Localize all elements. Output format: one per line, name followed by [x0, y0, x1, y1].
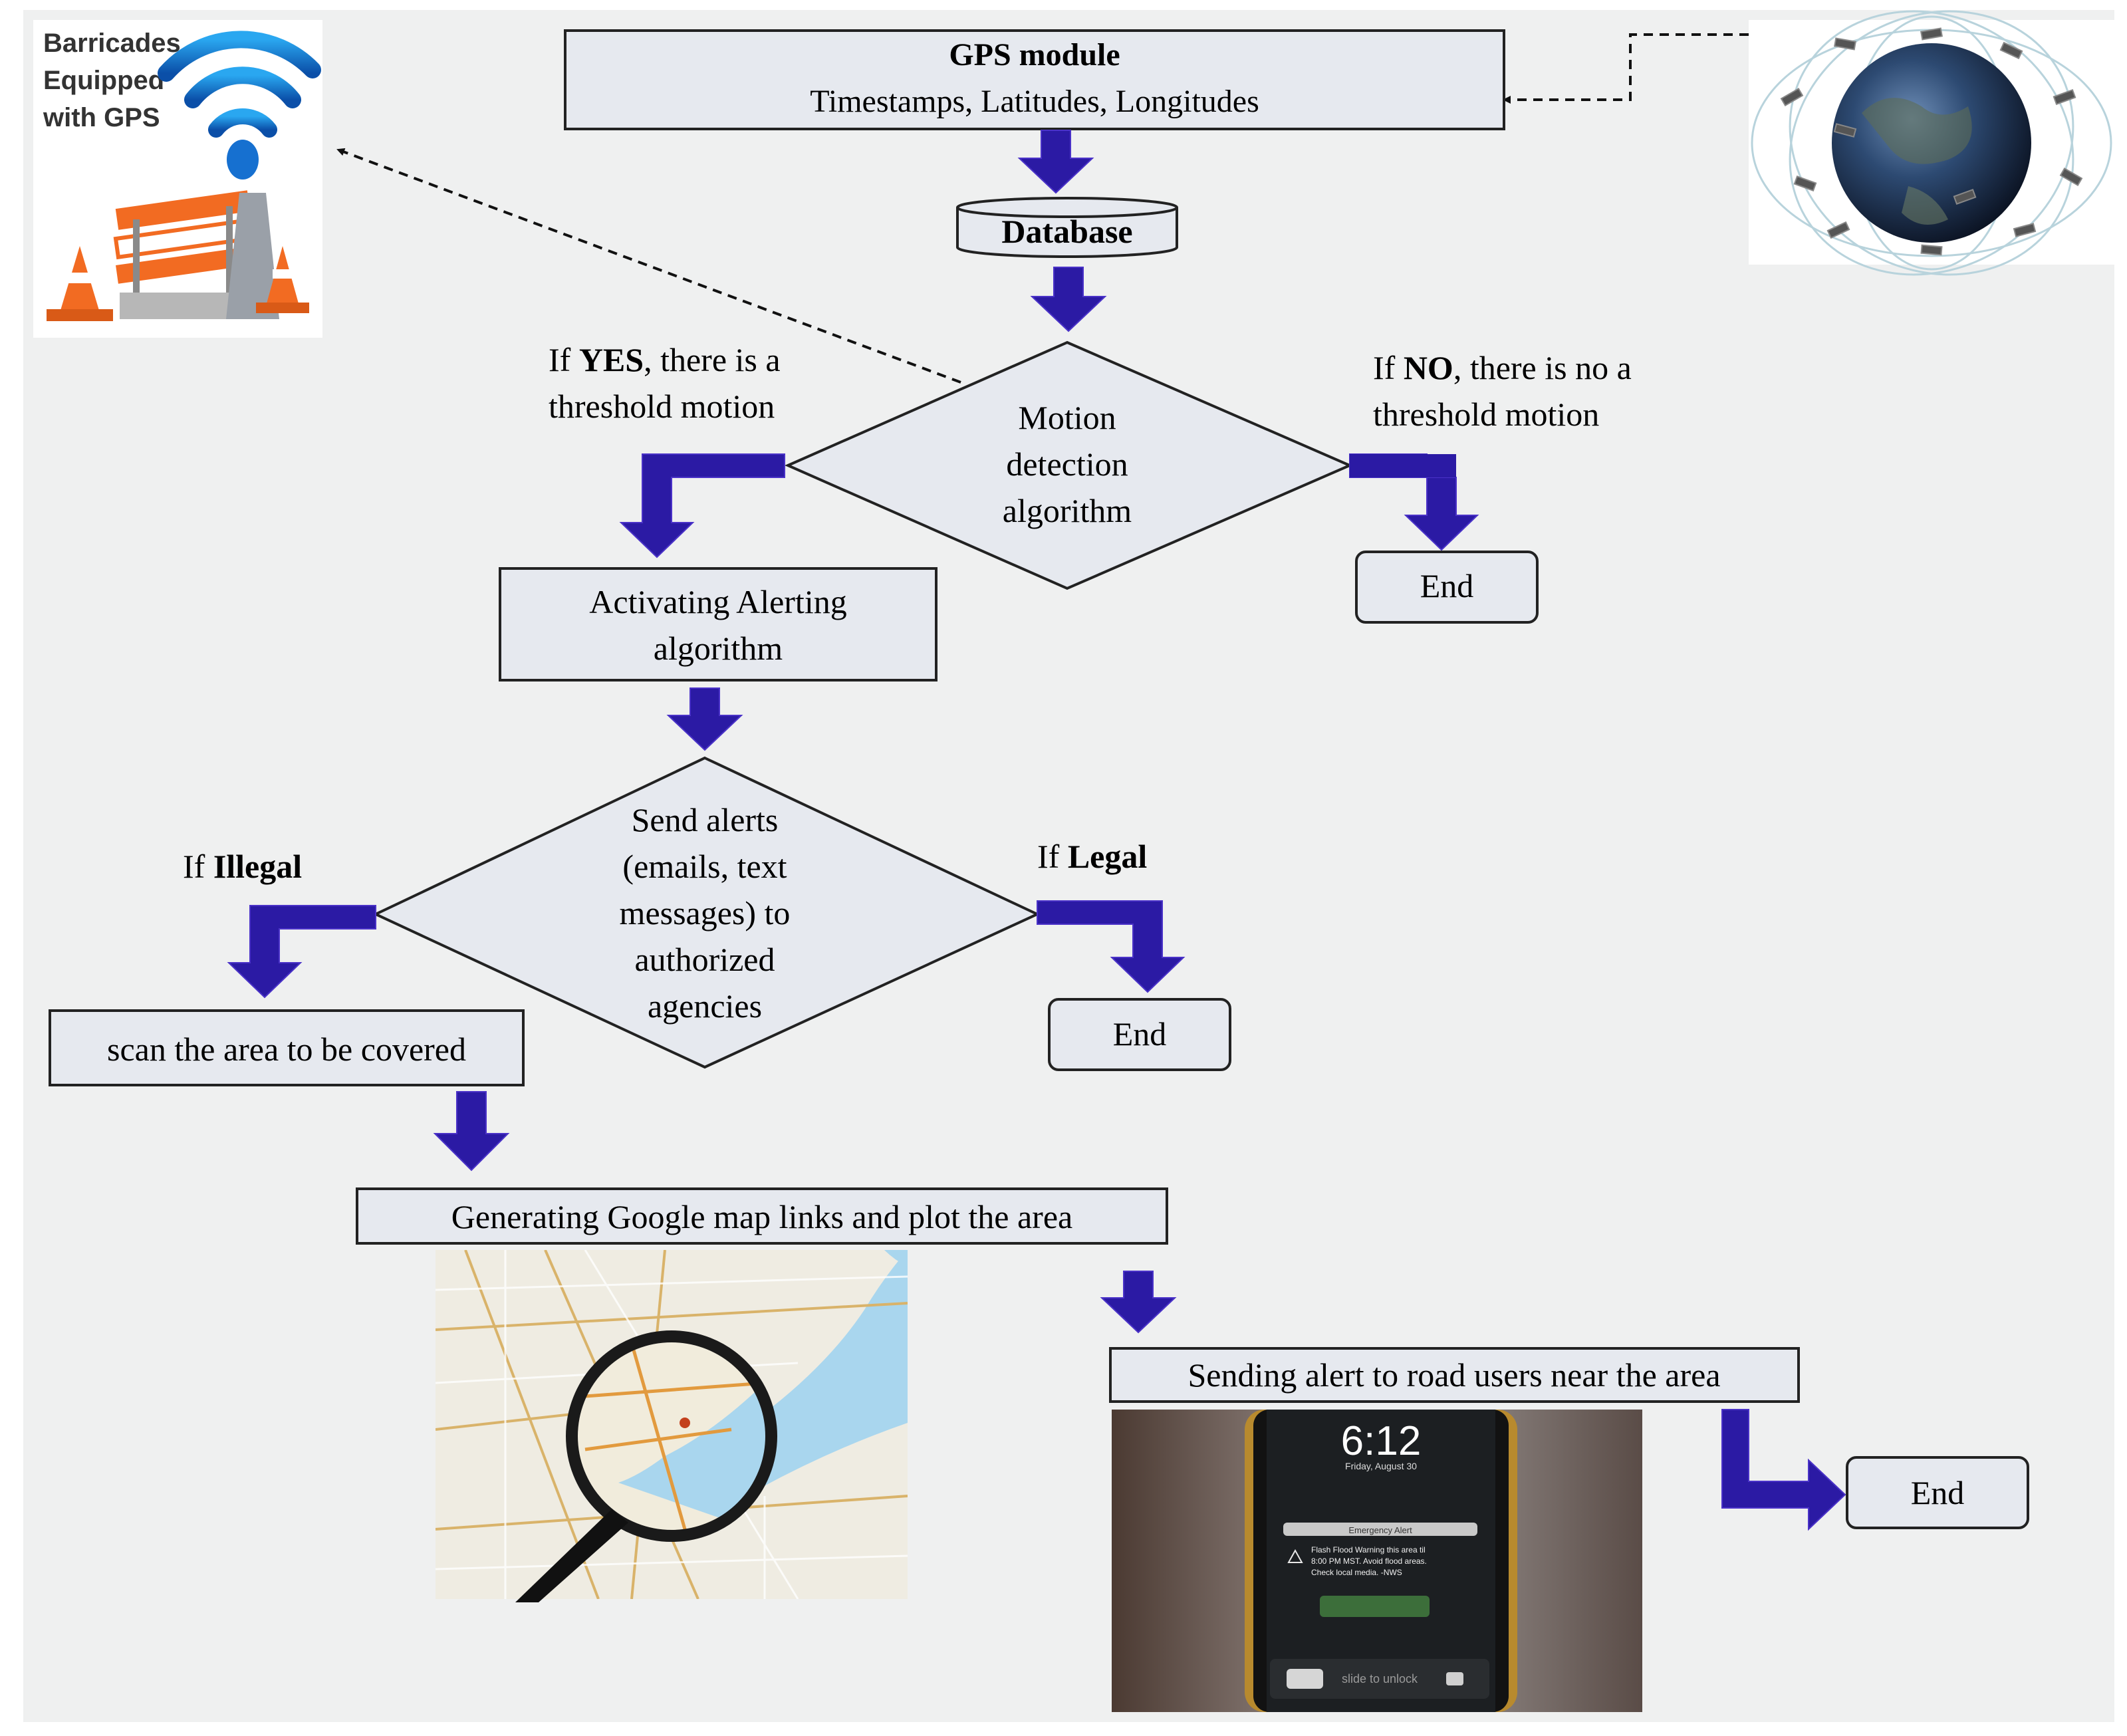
arrow-map-to-sending	[1100, 1271, 1177, 1334]
end-box-1: End	[1355, 551, 1539, 624]
phone-alert-line3: Check local media. -NWS	[1311, 1568, 1402, 1577]
end-label-2: End	[1113, 1015, 1167, 1053]
activating-line2: algorithm	[654, 630, 783, 667]
send-alerts-line3: messages) to	[620, 894, 791, 931]
barricade-wifi-icon: Barricades Equipped with GPS	[33, 20, 322, 338]
motion-detection-line2: detection	[1006, 445, 1128, 483]
activating-line1: Activating Alerting	[589, 583, 846, 620]
sending-alert-box: Sending alert to road users near the are…	[1109, 1347, 1800, 1403]
phone-date: Friday, August 30	[1345, 1461, 1417, 1471]
if-illegal-bold: Illegal	[213, 848, 302, 885]
activating-alerting-box: Activating Alerting algorithm	[499, 567, 938, 682]
arrow-legal-to-end	[1037, 900, 1186, 993]
if-yes-label: If YES, there is a	[549, 341, 781, 378]
scan-area-label: scan the area to be covered	[107, 1031, 466, 1068]
if-yes-line2: threshold motion	[549, 388, 775, 425]
if-yes-prefix: If	[549, 341, 579, 378]
arrow-gps-to-database	[1017, 130, 1094, 194]
arrow-scan-to-map	[433, 1091, 510, 1172]
scan-area-box: scan the area to be covered	[49, 1009, 525, 1086]
end-box-3: End	[1846, 1456, 2029, 1529]
map-magnifier-icon	[436, 1250, 908, 1602]
sending-alert-label: Sending alert to road users near the are…	[1188, 1356, 1720, 1394]
phone-alert-title: Emergency Alert	[1348, 1525, 1412, 1535]
database-cylinder: Database	[956, 197, 1178, 258]
satellite-globe-icon	[1749, 10, 2114, 276]
phone-alert-line1: Flash Flood Warning this area til	[1311, 1545, 1426, 1554]
if-legal-prefix: If	[1037, 838, 1068, 875]
send-alerts-diamond: Send alerts (emails, text messages) to a…	[372, 756, 1041, 1069]
phone-slider: slide to unlock	[1342, 1672, 1418, 1685]
if-no-label: If NO, there is no a	[1373, 349, 1632, 386]
if-no-bold: NO	[1404, 349, 1453, 386]
if-yes-bold: YES	[579, 341, 644, 378]
if-legal-bold: Legal	[1068, 838, 1148, 875]
barricade-label-line3: with GPS	[43, 103, 160, 132]
database-label: Database	[1001, 213, 1132, 250]
if-no-prefix: If	[1373, 349, 1404, 386]
end-box-2: End	[1048, 998, 1231, 1071]
barricade-label-line1: Barricades	[43, 29, 181, 58]
arrow-yes-to-activating	[619, 453, 785, 558]
gps-module-title: GPS module	[949, 37, 1120, 72]
gps-module-subtitle: Timestamps, Latitudes, Longitudes	[810, 84, 1259, 119]
arrow-activating-to-send	[666, 687, 743, 751]
motion-detection-line1: Motion	[1018, 399, 1116, 436]
motion-detection-line3: algorithm	[1003, 492, 1132, 529]
google-map-links-box: Generating Google map links and plot the…	[356, 1187, 1168, 1245]
if-no-line2: threshold motion	[1373, 396, 1599, 433]
phone-alert-icon: 6:12 Friday, August 30 Emergency Alert F…	[1112, 1410, 1642, 1712]
phone-time: 6:12	[1341, 1418, 1422, 1464]
arrow-illegal-to-scan	[227, 905, 376, 999]
if-illegal-label: If Illegal	[183, 848, 302, 885]
send-alerts-line1: Send alerts	[632, 801, 779, 838]
if-yes-suffix: , there is a	[644, 341, 780, 378]
gps-module-box: GPS module Timestamps, Latitudes, Longit…	[564, 29, 1505, 130]
if-no-suffix: , there is no a	[1453, 349, 1632, 386]
if-illegal-prefix: If	[183, 848, 213, 885]
barricade-label-line2: Equipped	[43, 66, 164, 95]
end-label-3: End	[1911, 1474, 1965, 1511]
end-label-1: End	[1420, 567, 1474, 604]
satellite-to-gps-dashed-arrow	[1503, 33, 1749, 104]
if-legal-label: If Legal	[1037, 838, 1147, 875]
arrow-database-to-motion	[1030, 267, 1107, 332]
send-alerts-line2: (emails, text	[622, 848, 787, 885]
arrow-sending-to-end	[1721, 1409, 1846, 1531]
send-alerts-line5: agencies	[648, 987, 762, 1025]
phone-alert-line2: 8:00 PM MST. Avoid flood areas.	[1311, 1556, 1427, 1566]
motion-detection-diamond: Motion detection algorithm	[785, 340, 1354, 590]
send-alerts-line4: authorized	[634, 941, 775, 978]
google-map-label: Generating Google map links and plot the…	[451, 1198, 1072, 1235]
